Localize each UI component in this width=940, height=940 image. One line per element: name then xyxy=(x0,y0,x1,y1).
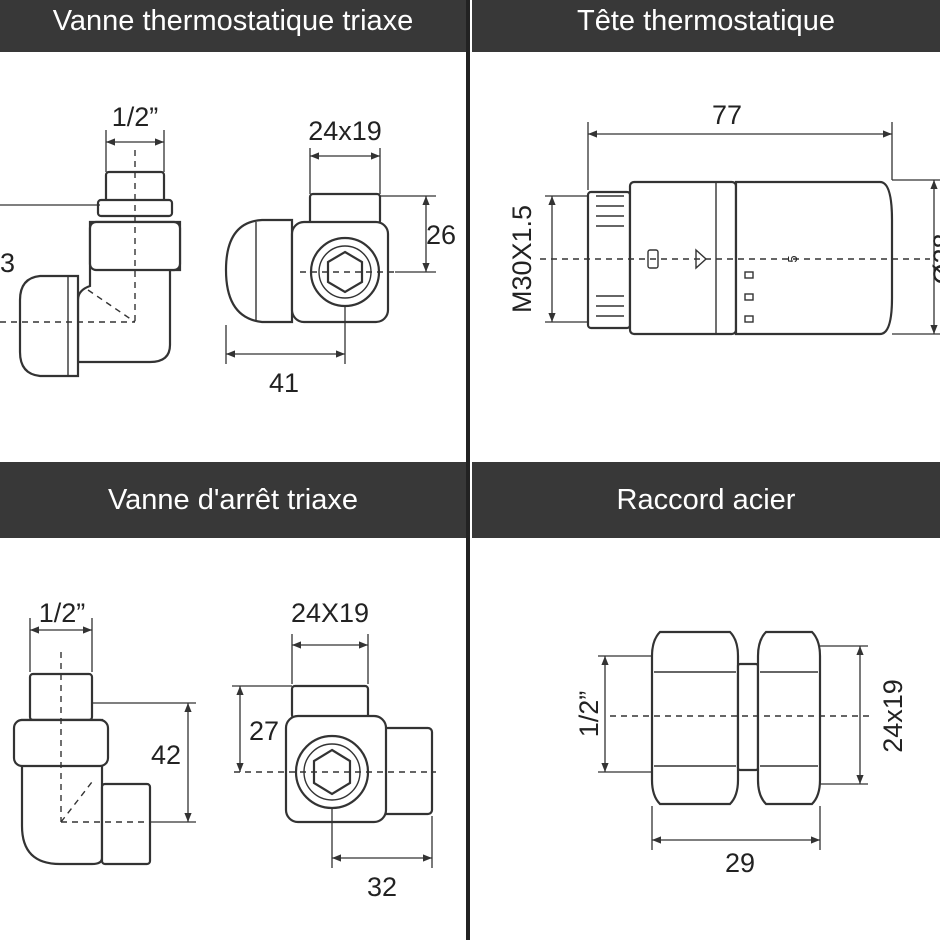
dim-height-top-left: 26 xyxy=(426,220,456,250)
dim-height-bottom-left: 42 xyxy=(151,740,181,770)
dim-thread-bottom-right: 1/2” xyxy=(574,691,604,738)
panel-title-thermostatic-head: Tête thermostatique xyxy=(472,0,940,52)
dim-nut-bottom-left: 24X19 xyxy=(291,598,369,628)
dim-length-bottom-right: 29 xyxy=(725,848,755,878)
dim-width-top-left: 41 xyxy=(269,368,299,398)
panel-title-steel-fitting: Raccord acier xyxy=(472,462,940,538)
panel-title-thermostatic-valve: Vanne thermostatique triaxe xyxy=(0,0,466,52)
shutoff-valve-front-view xyxy=(232,634,436,868)
dim-side-bottom-left: 27 xyxy=(249,716,279,746)
dim-diameter-top-right: Ø28 xyxy=(928,233,940,284)
dim-thread-top-right: M30X1.5 xyxy=(507,205,537,313)
thermostatic-head-view xyxy=(540,122,940,336)
thermostatic-valve-side-view xyxy=(0,130,182,378)
dim-length-top-right: 77 xyxy=(712,100,742,130)
thermostatic-valve-front-view xyxy=(224,148,436,364)
dim-partial-top-left: 43 xyxy=(0,248,15,278)
dim-thread-bottom-left: 1/2” xyxy=(39,598,86,628)
dim-width-bottom-left: 32 xyxy=(367,872,397,902)
shutoff-valve-side-view xyxy=(12,618,196,866)
dim-thread-top-left: 1/2” xyxy=(112,102,159,132)
dial-mark-top-right: 5 xyxy=(785,255,800,262)
steel-fitting-view xyxy=(598,630,870,850)
panel-divider xyxy=(466,0,470,940)
dim-nut-bottom-right: 24x19 xyxy=(878,679,908,753)
panel-title-shutoff-valve: Vanne d'arrêt triaxe xyxy=(0,462,466,538)
dim-nut-top-left: 24x19 xyxy=(308,116,382,146)
